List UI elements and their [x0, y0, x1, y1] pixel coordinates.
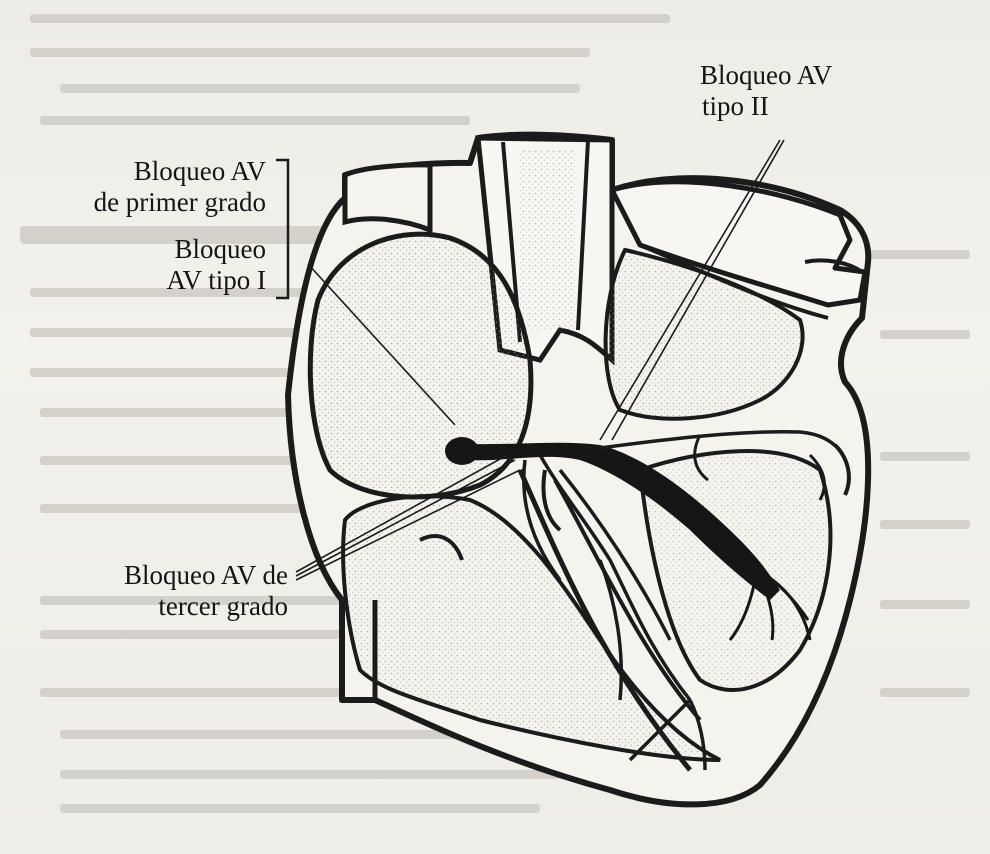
label-type-one: Bloqueo AV tipo I [40, 234, 266, 296]
label-first-degree: Bloqueo AV de primer grado [40, 156, 266, 218]
label-third-degree-line-2: tercer grado [40, 591, 288, 622]
label-third-degree: Bloqueo AV de tercer grado [40, 560, 288, 622]
label-type-one-line-2: AV tipo I [40, 265, 266, 296]
superior-vena-cava [345, 165, 430, 230]
label-type-two-line-1: Bloqueo AV [700, 60, 832, 91]
label-type-one-line-1: Bloqueo [40, 234, 266, 265]
label-type-two: Bloqueo AV tipo II [700, 60, 832, 122]
label-bracket [276, 160, 288, 298]
label-type-two-line-2: tipo II [700, 91, 832, 122]
label-first-degree-line-2: de primer grado [40, 187, 266, 218]
label-third-degree-line-1: Bloqueo AV de [40, 560, 288, 591]
label-first-degree-line-1: Bloqueo AV [40, 156, 266, 187]
